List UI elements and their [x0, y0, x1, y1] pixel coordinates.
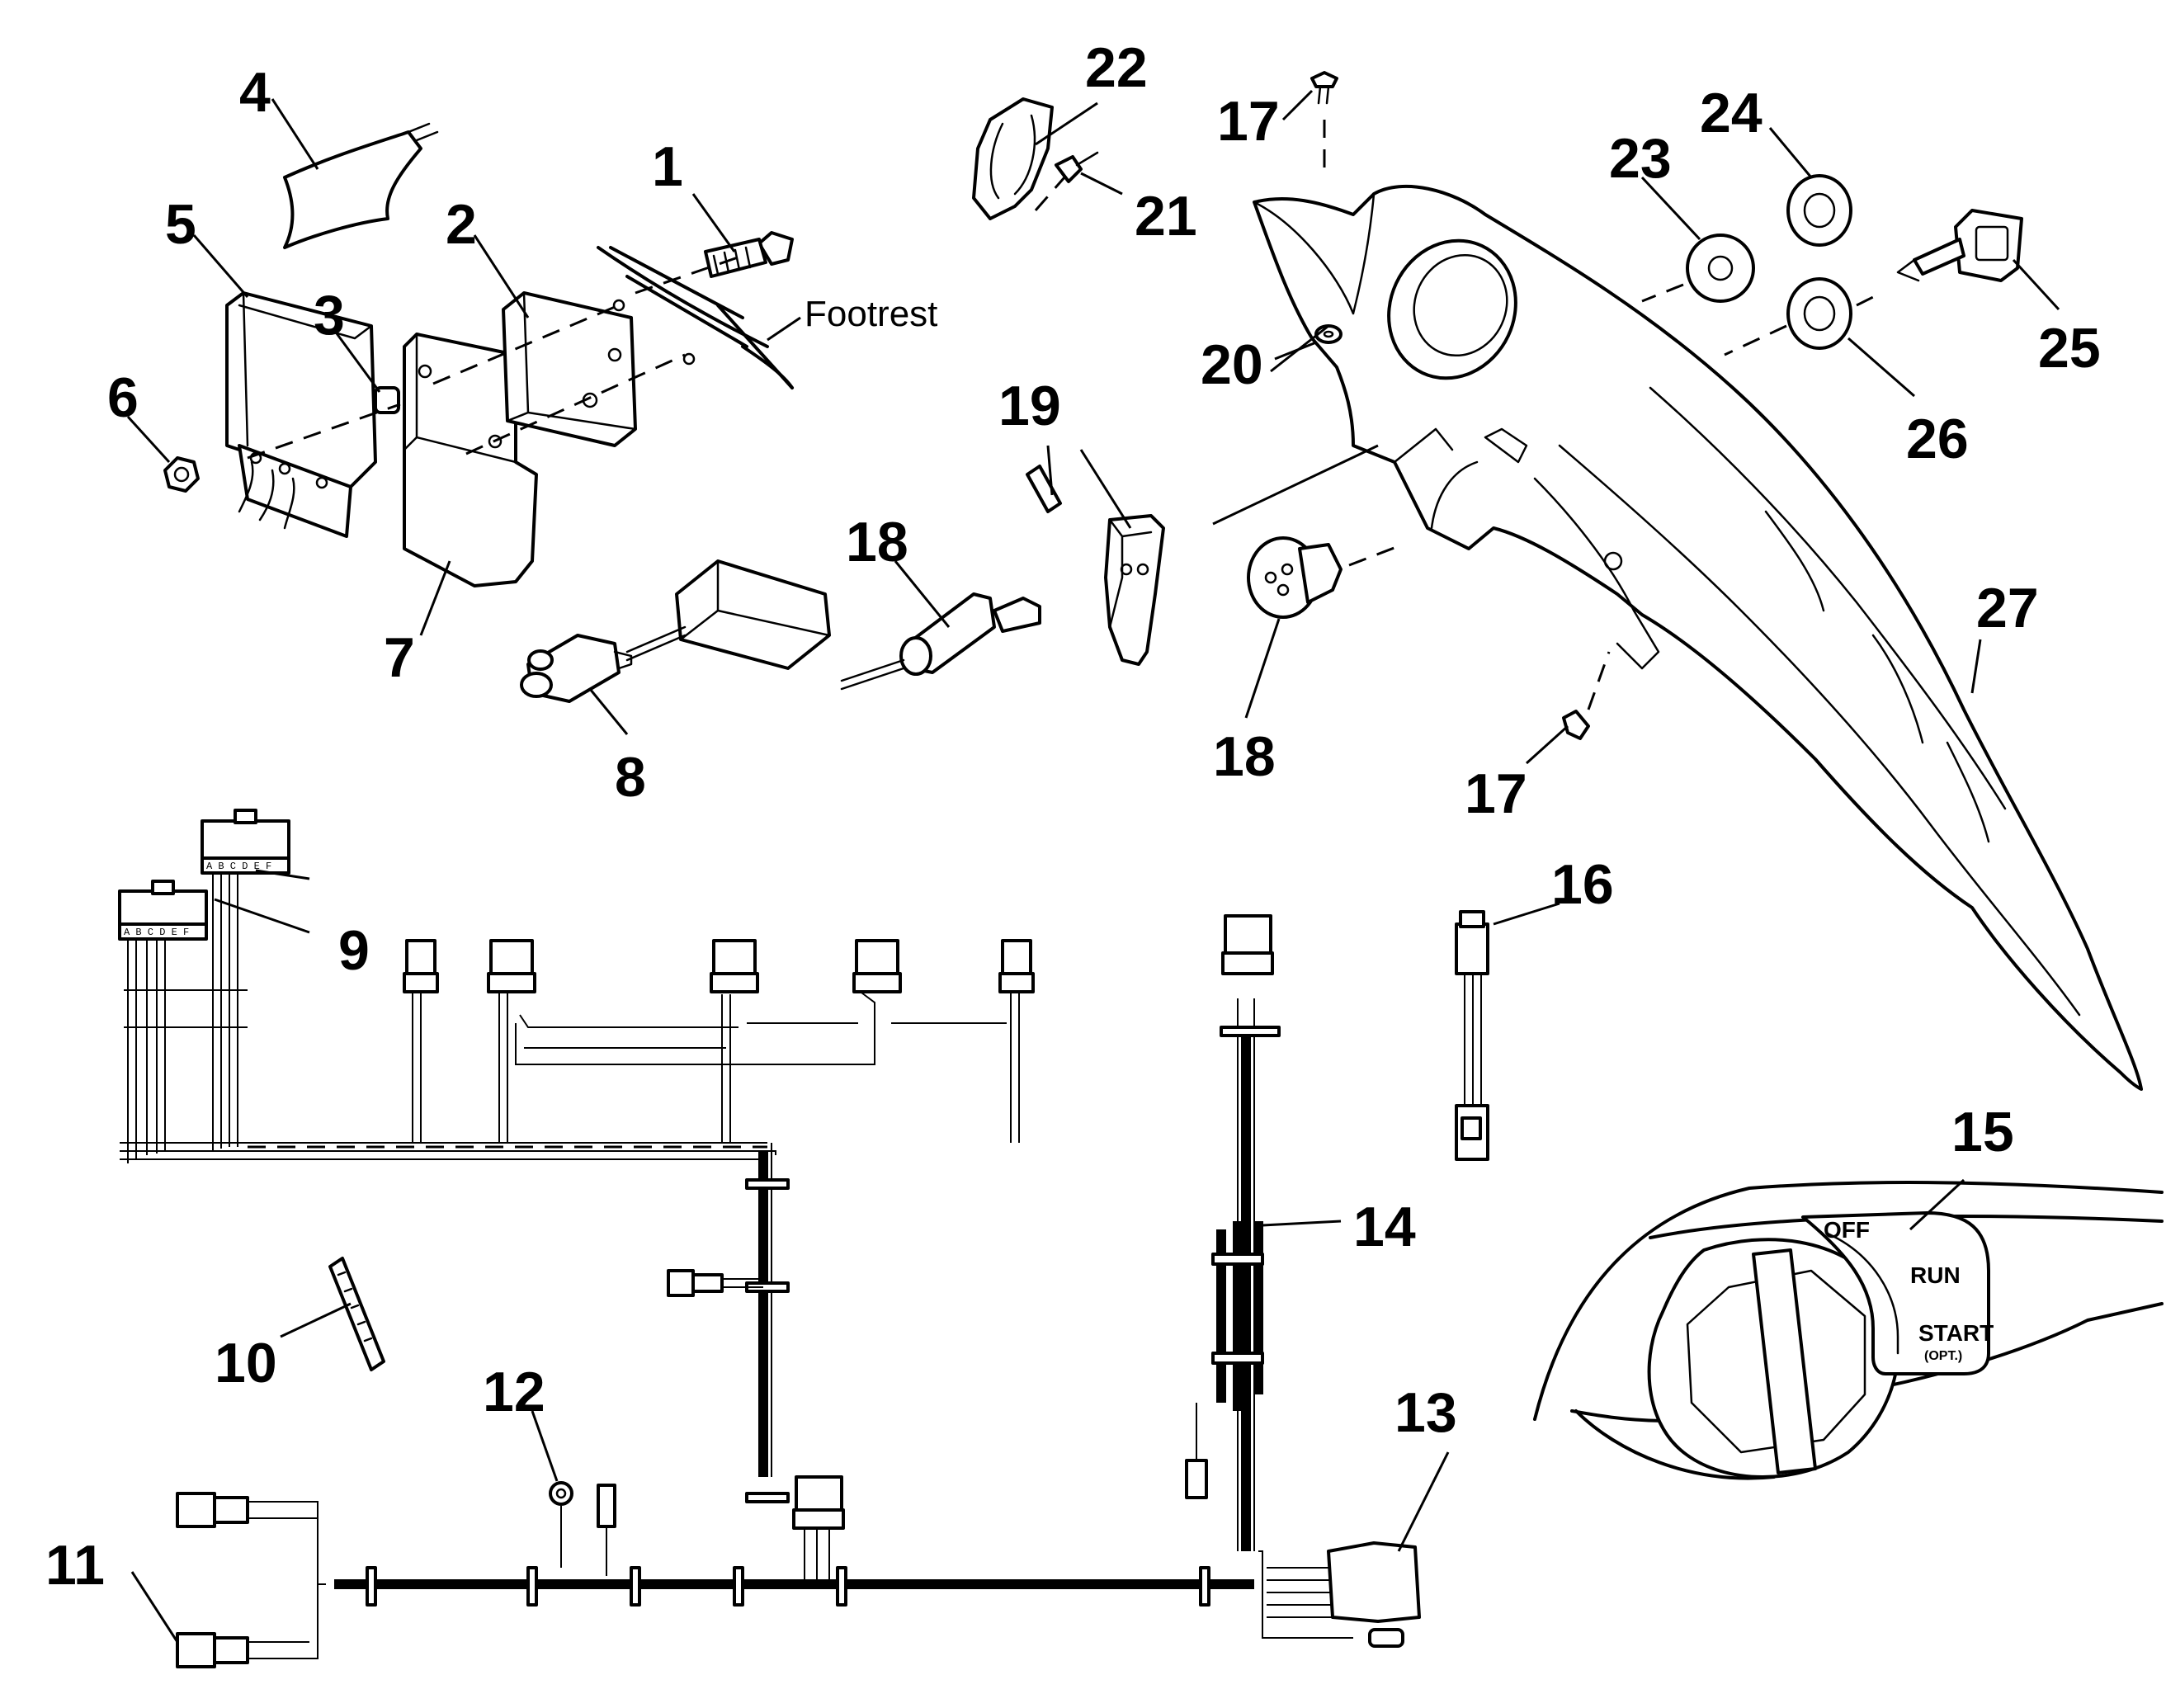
callout-9: 9	[338, 919, 370, 982]
lower-connector-pins: A B C D E F	[124, 927, 189, 938]
switch-start-note: (OPT.)	[1924, 1349, 1962, 1363]
callout-19: 18	[846, 511, 908, 573]
callout-3: 3	[314, 284, 345, 347]
callout-4: 4	[239, 61, 271, 124]
callout-22: 21	[1135, 185, 1197, 248]
harness-wiring	[120, 873, 1421, 1668]
part-23-clamp	[972, 97, 1054, 220]
part-22-rivet	[1034, 151, 1099, 211]
callout-16: 16	[1551, 853, 1614, 916]
callout-23: 22	[1085, 36, 1148, 99]
callout-10: 10	[215, 1332, 277, 1394]
callout-20: 19	[998, 375, 1061, 437]
switch-off-label: OFF	[1824, 1217, 1870, 1243]
callout-7: 7	[384, 626, 415, 689]
callout-13: 13	[1394, 1381, 1457, 1444]
footrest-label: Footrest	[805, 294, 937, 334]
callout-5: 5	[165, 193, 196, 256]
part-19-switch	[840, 592, 1041, 691]
callout-18: 18	[1213, 725, 1276, 788]
callout-2: 2	[446, 193, 477, 256]
part-25-nut	[1786, 174, 1852, 247]
callout-27: 26	[1906, 408, 1969, 470]
part-9-harness-connectors: A B C D E F A B C D E F	[118, 809, 290, 941]
callout-26: 25	[2038, 317, 2101, 380]
part-18-switch-body	[1247, 536, 1404, 619]
part-4-foam-pad	[283, 122, 439, 249]
part-17-screw-bottom	[1562, 651, 1611, 740]
part-5-module	[225, 291, 377, 538]
part-20-bracket	[1026, 465, 1165, 666]
callout-numbers: 4 5 1 2 3 6 7 8 18 19 22 21 17 20 18 17 …	[45, 36, 2101, 1597]
upper-connector-pins: A B C D E F	[206, 861, 271, 872]
callout-28: 27	[1976, 577, 2039, 639]
callout-17-top: 17	[1217, 90, 1280, 153]
part-2-plate	[502, 291, 637, 447]
part-28-console	[1253, 184, 2143, 1091]
callout-12: 12	[483, 1361, 545, 1423]
footrest-strip	[741, 345, 794, 389]
part-24-washer	[1641, 234, 1755, 303]
part-10-cable-tie	[328, 1257, 385, 1371]
switch-start-label: START	[1918, 1320, 1994, 1346]
part-27-nut	[1724, 277, 1882, 356]
callout-14: 14	[1353, 1196, 1416, 1258]
callout-8: 8	[615, 746, 646, 809]
callout-17-bottom: 17	[1465, 762, 1527, 825]
callout-15: 15	[1951, 1101, 2014, 1163]
switch-run-label: RUN	[1910, 1262, 1961, 1288]
part-17-screw-top	[1310, 71, 1338, 173]
callout-25: 24	[1700, 82, 1763, 144]
part-8-sensor	[520, 559, 831, 703]
callout-11: 11	[45, 1534, 105, 1597]
part-15-ignition-panel: OFF RUN START (OPT.)	[1533, 1181, 2164, 1480]
leader-lines	[126, 89, 2060, 1643]
part-7-bracket	[403, 333, 538, 587]
part-26-key	[1896, 209, 2023, 282]
callout-24: 23	[1609, 127, 1672, 190]
callout-1: 1	[652, 135, 683, 198]
part-16-jumper	[1455, 910, 1489, 1161]
callout-6: 6	[107, 366, 139, 429]
part-6-nut	[163, 456, 200, 493]
callout-21: 20	[1201, 333, 1263, 396]
part-1-bolt	[704, 231, 794, 278]
